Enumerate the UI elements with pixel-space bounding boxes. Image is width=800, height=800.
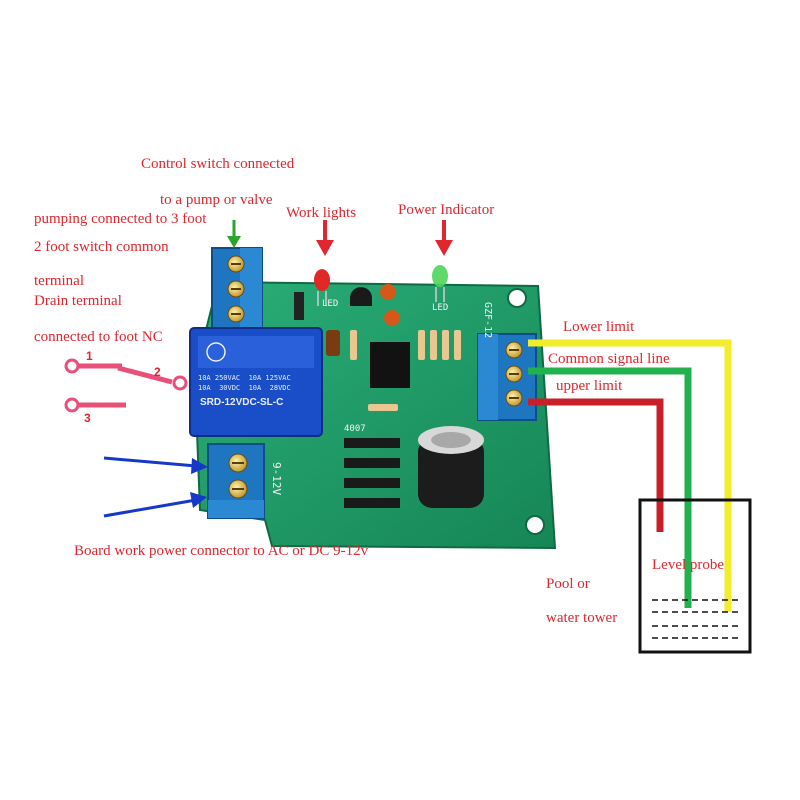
pool-label: Pool or — [546, 576, 590, 592]
down-arrow-icon — [227, 220, 241, 248]
pumping-label: pumping connected to 3 foot — [34, 211, 207, 227]
down-arrow-icon — [435, 220, 453, 256]
relay-rating-1: 10A 250VAC 10A 125VAC — [198, 374, 291, 382]
switch-pin-3: 3 — [84, 411, 91, 425]
board-id-mark: GZF-12 — [482, 302, 493, 339]
connected-nc-label: connected to foot NC — [34, 329, 163, 345]
terminal-label: terminal — [34, 273, 84, 289]
resistor-icon — [418, 330, 425, 360]
drain-terminal-label: Drain terminal — [34, 293, 122, 309]
resistor-icon — [442, 330, 449, 360]
screw-terminal-icon — [207, 443, 265, 519]
right-arrow-icon — [103, 492, 207, 518]
led-icon — [314, 269, 330, 306]
level-probe-label: Level probe — [652, 557, 725, 573]
power-indicator-label: Power Indicator — [398, 202, 495, 218]
right-arrow-icon — [103, 456, 208, 474]
relay-model: SRD-12VDC-SL-C — [200, 397, 284, 408]
mounting-hole — [507, 288, 527, 308]
control-switch-label: Control switch connected — [141, 156, 295, 172]
relay-icon — [189, 327, 323, 437]
switch-pin-2: 2 — [154, 365, 161, 379]
wire-red — [528, 398, 664, 532]
resistor-icon — [350, 330, 357, 360]
led-right-mark: LED — [432, 303, 449, 313]
voltage-mark: 9-12V — [270, 462, 283, 496]
screw-terminal-icon — [211, 247, 263, 329]
mounting-hole — [525, 515, 545, 535]
led-icon — [432, 265, 448, 302]
common-signal-label: Common signal line — [548, 351, 670, 367]
pump-valve-label: to a pump or valve — [160, 192, 273, 208]
switch-contact-icon — [64, 358, 188, 413]
down-arrow-icon — [316, 220, 334, 256]
resistor-icon — [368, 404, 398, 411]
wire-green — [528, 367, 692, 608]
diode-icon — [344, 438, 400, 508]
power-connector-label: Board work power connector to AC or DC 9… — [74, 543, 369, 559]
relay-rating-2: 10A 30VDC 10A 28VDC — [198, 384, 291, 392]
wire-yellow — [528, 339, 732, 612]
ic-chip-icon — [370, 342, 410, 388]
diode-icon — [294, 292, 304, 320]
work-lights-label: Work lights — [286, 205, 357, 221]
capacitor-icon — [326, 330, 340, 356]
resistor-icon — [454, 330, 461, 360]
water-tower-label: water tower — [546, 610, 618, 626]
screw-terminal-icon — [477, 333, 537, 421]
led-left-mark: LED — [322, 299, 339, 309]
common-switch-label: 2 foot switch common — [34, 239, 169, 255]
resistor-icon — [430, 330, 437, 360]
capacitor-icon — [418, 426, 484, 508]
transistor-icon — [350, 287, 372, 306]
capacitor-icon — [384, 310, 400, 326]
tank-icon — [638, 498, 752, 654]
upper-limit-label: upper limit — [556, 378, 623, 394]
capacitor-icon — [380, 284, 396, 300]
diode-code: 4007 — [344, 424, 366, 434]
lower-limit-label: Lower limit — [563, 319, 635, 335]
switch-pin-1: 1 — [86, 349, 93, 363]
